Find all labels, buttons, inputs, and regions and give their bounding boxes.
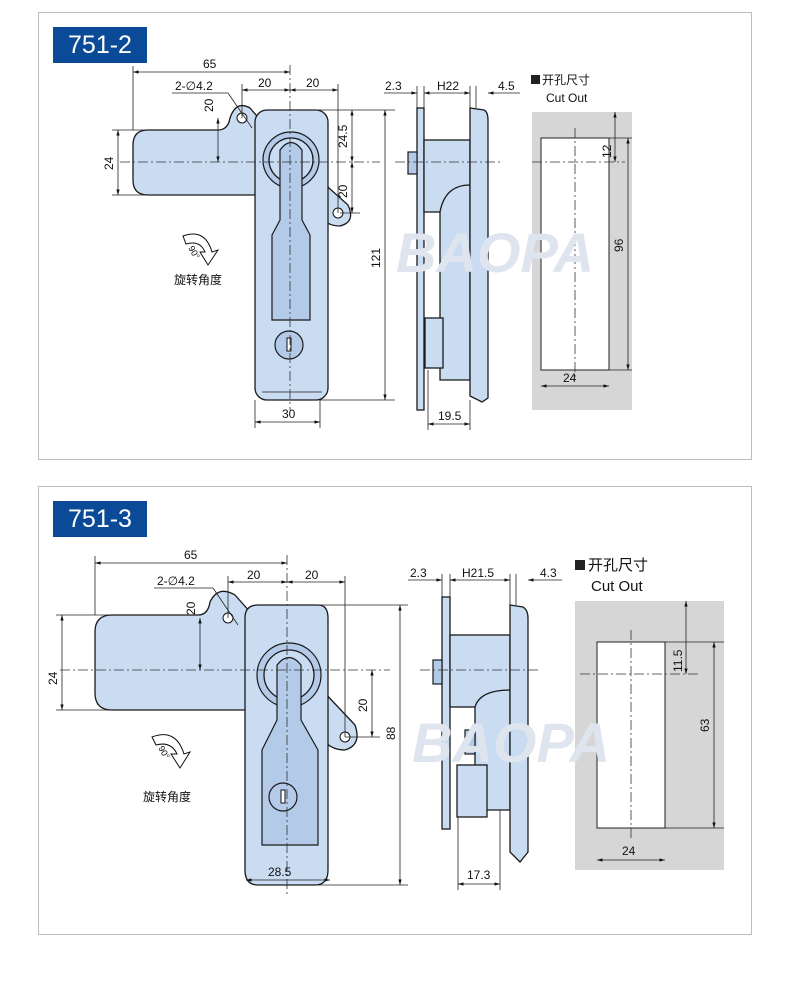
dim-hole-height: 20 — [184, 601, 198, 615]
dim-hole-spec: 2-∅4.2 — [157, 574, 195, 588]
panel-751-2: 751-2 — [38, 12, 752, 460]
side-view-751-3: 2.3 H21.5 4.3 17.3 — [408, 566, 562, 890]
bolt — [407, 151, 418, 175]
dim-right-offset: 20 — [305, 568, 319, 582]
rotation-arrow-icon — [182, 233, 220, 266]
dim-overall-width: 65 — [203, 57, 217, 71]
watermark: BAOPA — [412, 711, 610, 774]
rotation-label: 旋转角度 — [174, 272, 222, 287]
rotation-angle: 90° — [156, 744, 172, 761]
front-view-751-3: 65 2-∅4.2 20 20 20 24 20 88 28.5 90° 旋转角… — [46, 548, 408, 895]
cutout-title-en: Cut Out — [591, 578, 644, 595]
key-slot — [286, 337, 292, 352]
cutout-title-en: Cut Out — [546, 91, 588, 105]
cutout-title-cn: 开孔尺寸 — [542, 73, 590, 87]
square-bullet-icon — [575, 560, 585, 570]
dim-depth: 17.3 — [467, 868, 491, 882]
cutout-height: 96 — [612, 238, 626, 252]
model-tag: 751-3 — [53, 501, 147, 537]
front-plate — [469, 107, 489, 403]
side-block — [424, 317, 444, 369]
dim-plate-thickness: 2.3 — [410, 566, 427, 580]
rotation-arrow-icon — [151, 734, 192, 769]
dim-left-offset: 20 — [258, 76, 272, 90]
dim-center-to-hole: 20 — [356, 698, 370, 712]
bolt — [432, 659, 443, 685]
side-view-751-2: 2.3 H22 4.5 19.5 — [384, 79, 520, 430]
dim-center-to-hole: 20 — [336, 184, 350, 198]
dim-front-thickness: 4.5 — [498, 79, 515, 93]
dim-body-width: 30 — [282, 407, 296, 421]
dim-lever-height: 24 — [102, 156, 116, 170]
cutout-751-2: 开孔尺寸 Cut Out 12 96 24 — [531, 73, 632, 410]
model-tag: 751-2 — [53, 27, 147, 63]
watermark: BAOPA — [396, 221, 594, 284]
dim-overall-height: 121 — [369, 248, 383, 268]
handle-slot — [271, 141, 311, 321]
dim-hole-spec: 2-∅4.2 — [175, 79, 213, 93]
dim-hole-height: 20 — [202, 98, 216, 112]
bolt — [464, 729, 476, 755]
dim-overall-height: 88 — [384, 726, 398, 740]
cutout-top-offset: 11.5 — [671, 649, 685, 672]
square-bullet-icon — [531, 75, 540, 84]
cutout-top-offset: 12 — [600, 144, 614, 158]
dim-front-thickness: 4.3 — [540, 566, 557, 580]
dim-height-h: H22 — [437, 79, 459, 93]
cutout-height: 63 — [698, 718, 712, 732]
cutout-width: 24 — [563, 371, 577, 385]
back-plate — [441, 596, 451, 830]
front-plate — [509, 604, 529, 863]
rotation-label: 旋转角度 — [143, 789, 191, 804]
side-block — [456, 764, 488, 818]
dim-left-offset: 20 — [247, 568, 261, 582]
dim-height-h: H21.5 — [462, 566, 494, 580]
dim-right-offset: 20 — [306, 76, 320, 90]
cutout-width: 24 — [622, 844, 636, 858]
lever-arm — [94, 590, 251, 711]
leader — [212, 587, 239, 626]
cutout-751-3: 开孔尺寸 Cut Out 11.5 63 24 — [575, 557, 724, 870]
dim-top-to-center: 24.5 — [336, 124, 350, 148]
rotation-angle: 90° — [186, 244, 202, 261]
dim-lever-height: 24 — [46, 671, 60, 685]
dim-depth: 19.5 — [438, 409, 462, 423]
key-slot — [280, 789, 286, 804]
front-view-751-2: 65 2-∅4.2 20 20 20 24 24.5 20 121 30 90°… — [102, 57, 395, 428]
dim-body-width: 28.5 — [268, 865, 292, 879]
dim-overall-width: 65 — [184, 548, 198, 562]
leader — [227, 92, 253, 129]
cutout-title-cn: 开孔尺寸 — [588, 557, 648, 574]
back-plate — [416, 107, 425, 411]
dim-plate-thickness: 2.3 — [385, 79, 402, 93]
